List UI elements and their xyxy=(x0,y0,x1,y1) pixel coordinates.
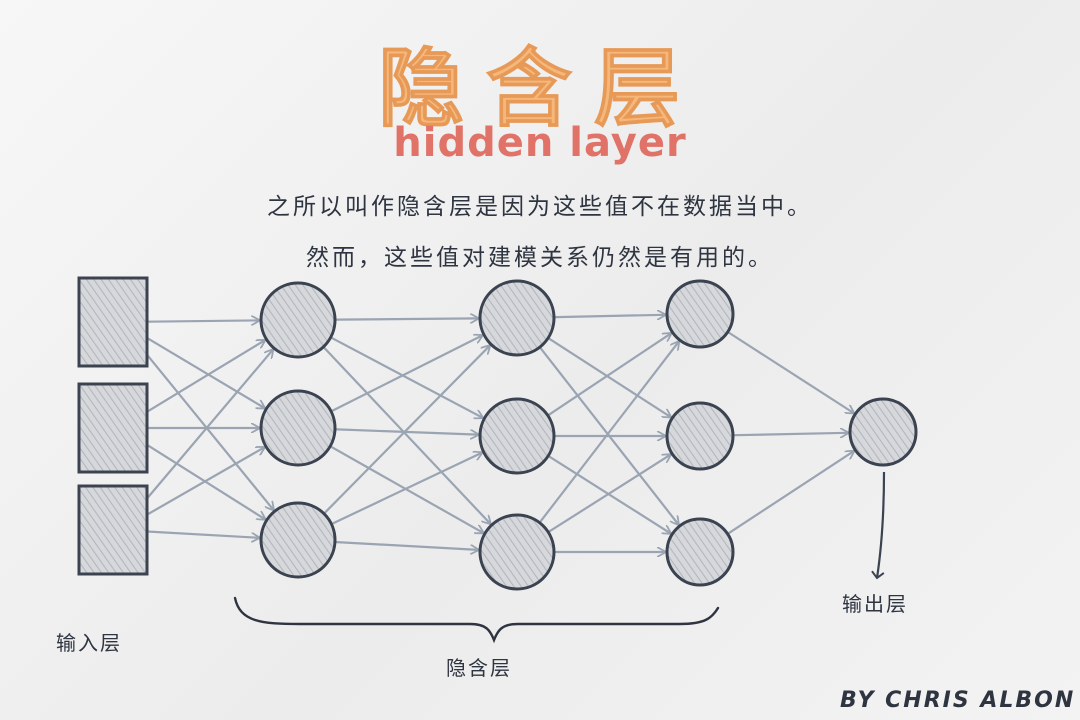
edge-input-1-to-hidden-1-0 xyxy=(145,340,265,413)
edge-hidden-2-1-to-hidden-3-2 xyxy=(548,455,671,533)
description-line-1: 之所以叫作隐含层是因为这些值不在数据当中。 xyxy=(267,194,813,220)
edges-group xyxy=(145,315,854,552)
hidden-layers-brace xyxy=(233,596,720,644)
edge-hidden-2-2-to-hidden-3-0 xyxy=(539,342,679,523)
node-hidden-1-1 xyxy=(259,389,337,467)
hidden-layers-label: 隐含层 xyxy=(446,656,512,680)
edge-hidden-1-0-to-hidden-2-1 xyxy=(331,337,483,417)
edge-input-2-to-hidden-1-2 xyxy=(145,530,259,538)
node-hidden-2-2 xyxy=(478,513,556,591)
node-hidden-1-2 xyxy=(259,501,337,579)
node-hidden-1-0 xyxy=(259,281,337,359)
node-hidden-2-1 xyxy=(478,397,556,475)
node-input-2 xyxy=(77,484,149,576)
nodes-group xyxy=(77,276,918,591)
title: 隐含层 xyxy=(378,39,702,140)
edge-hidden-1-2-to-hidden-2-0 xyxy=(324,346,489,514)
edge-hidden-1-1-to-hidden-2-2 xyxy=(330,446,483,533)
edge-hidden-1-0-to-hidden-2-0 xyxy=(335,318,478,319)
edge-hidden-1-2-to-hidden-2-2 xyxy=(335,540,478,550)
description-line-2: 然而，这些值对建模关系仍然是有用的。 xyxy=(306,245,774,271)
node-input-1 xyxy=(77,382,149,474)
node-hidden-3-2 xyxy=(665,517,735,587)
edge-hidden-2-0-to-hidden-3-1 xyxy=(548,338,671,417)
edge-hidden-1-1-to-hidden-2-0 xyxy=(331,336,482,412)
output-arrow xyxy=(871,471,886,580)
edge-hidden-2-1-to-hidden-3-0 xyxy=(548,333,671,416)
output-layer-label: 输出层 xyxy=(842,592,908,616)
edge-hidden-2-2-to-hidden-3-1 xyxy=(548,455,671,533)
edge-hidden-2-0-to-hidden-3-0 xyxy=(554,315,665,317)
node-hidden-3-0 xyxy=(665,279,735,349)
edge-hidden-1-1-to-hidden-2-1 xyxy=(335,428,478,434)
edge-input-2-to-hidden-1-0 xyxy=(145,350,273,500)
node-output-0 xyxy=(848,397,918,467)
node-hidden-2-0 xyxy=(478,279,556,357)
edge-hidden-1-0-to-hidden-2-2 xyxy=(323,347,490,523)
edge-hidden-3-0-to-output-0 xyxy=(728,331,853,413)
node-hidden-3-1 xyxy=(665,401,735,471)
edge-input-0-to-hidden-1-0 xyxy=(145,320,259,321)
subtitle: hidden layer xyxy=(393,120,687,166)
edge-hidden-1-2-to-hidden-2-1 xyxy=(332,453,482,525)
edge-hidden-3-1-to-output-0 xyxy=(733,433,848,435)
edge-input-0-to-hidden-1-2 xyxy=(145,353,273,510)
edge-hidden-3-2-to-output-0 xyxy=(728,451,853,534)
edge-input-0-to-hidden-1-1 xyxy=(145,336,265,408)
edge-input-2-to-hidden-1-1 xyxy=(145,447,264,516)
author-credit: BY CHRIS ALBON xyxy=(840,688,1076,713)
node-input-0 xyxy=(77,276,149,368)
input-layer-label: 输入层 xyxy=(56,631,122,655)
